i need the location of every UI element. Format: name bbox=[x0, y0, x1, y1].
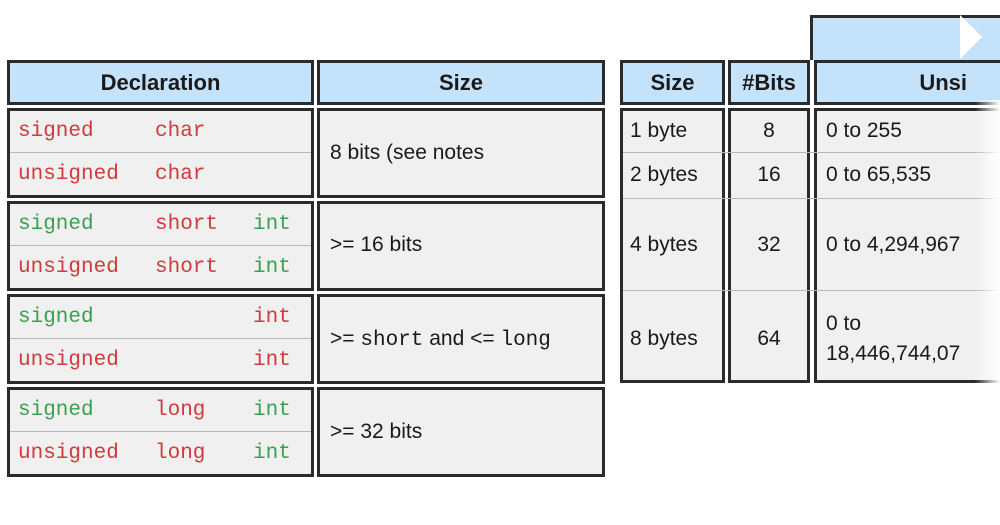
size-group-int bbox=[317, 294, 605, 384]
decl-sign: unsigned bbox=[18, 349, 119, 372]
row-bits: 32 bbox=[757, 233, 781, 256]
decl-type2: int bbox=[253, 306, 291, 329]
header-bits-label: #Bits bbox=[742, 69, 796, 95]
decl-type1: long bbox=[155, 399, 206, 422]
size-text: >= 16 bits bbox=[330, 233, 423, 256]
size-text: 8 bits (see notes bbox=[330, 141, 485, 164]
row-divider bbox=[623, 152, 1000, 153]
decl-group-short bbox=[7, 201, 314, 291]
decl-sign: signed bbox=[18, 120, 94, 143]
row-size: 4 bytes bbox=[630, 233, 698, 256]
size-group-short bbox=[317, 201, 605, 291]
row-divider bbox=[10, 152, 311, 153]
decl-type1: char bbox=[155, 120, 206, 143]
decl-type2: int bbox=[253, 442, 291, 465]
size-group-char bbox=[317, 108, 605, 198]
header-size: Size bbox=[620, 60, 725, 105]
decl-group-long bbox=[7, 387, 314, 477]
header-arrow-icon bbox=[960, 15, 982, 59]
header-size-label: Size bbox=[438, 69, 484, 95]
row-bits: 64 bbox=[757, 327, 781, 350]
decl-sign: unsigned bbox=[18, 163, 119, 186]
decl-sign: signed bbox=[18, 306, 94, 329]
header-unsigned-label: Unsi bbox=[919, 69, 967, 95]
edge-fade bbox=[975, 100, 1000, 390]
row-range: 0 to 4,294,967 bbox=[826, 233, 961, 256]
row-size: 2 bytes bbox=[630, 163, 698, 186]
row-divider bbox=[10, 245, 311, 246]
row-bits: 8 bbox=[763, 119, 775, 142]
size-group-long bbox=[317, 387, 605, 477]
decl-type2: int bbox=[253, 349, 291, 372]
row-divider bbox=[623, 290, 1000, 291]
size-prefix: >= bbox=[330, 327, 361, 350]
decl-type2: int bbox=[253, 399, 291, 422]
row-divider bbox=[10, 431, 311, 432]
range-column bbox=[814, 108, 1000, 383]
header-bits: #Bits bbox=[728, 60, 810, 105]
decl-sign: signed bbox=[18, 213, 94, 236]
header-unsigned: Unsi bbox=[814, 60, 1000, 105]
bits-column bbox=[728, 108, 810, 383]
row-size: 8 bytes bbox=[630, 327, 698, 350]
decl-type2: int bbox=[253, 256, 291, 279]
row-range-line2: 18,446,744,07 bbox=[826, 342, 961, 365]
header-size: Size bbox=[317, 60, 605, 105]
decl-type1: long bbox=[155, 442, 206, 465]
row-bits: 16 bbox=[757, 163, 781, 186]
decl-group-char bbox=[7, 108, 314, 198]
decl-type1: short bbox=[155, 256, 219, 279]
row-range: 0 to bbox=[826, 312, 862, 335]
decl-type2: int bbox=[253, 213, 291, 236]
header-declaration-label: Declaration bbox=[100, 69, 221, 95]
size-mono-short: short bbox=[360, 329, 424, 352]
decl-sign: unsigned bbox=[18, 442, 119, 465]
header-size-label: Size bbox=[650, 69, 695, 95]
size-text: >= 32 bits bbox=[330, 420, 423, 443]
size-mid: and <= bbox=[423, 327, 501, 350]
header-declaration: Declaration bbox=[7, 60, 314, 105]
row-divider bbox=[623, 198, 1000, 199]
size-column bbox=[620, 108, 725, 383]
size-text: >= short and <= long bbox=[330, 327, 551, 352]
row-range: 0 to 255 bbox=[826, 119, 902, 142]
row-range: 0 to 65,535 bbox=[826, 163, 932, 186]
row-size: 1 byte bbox=[630, 119, 688, 142]
decl-sign: signed bbox=[18, 399, 94, 422]
decl-group-int bbox=[7, 294, 314, 384]
decl-type1: short bbox=[155, 213, 219, 236]
decl-type1: char bbox=[155, 163, 206, 186]
decl-sign: unsigned bbox=[18, 256, 119, 279]
size-mono-long: long bbox=[500, 329, 551, 352]
row-divider bbox=[10, 338, 311, 339]
